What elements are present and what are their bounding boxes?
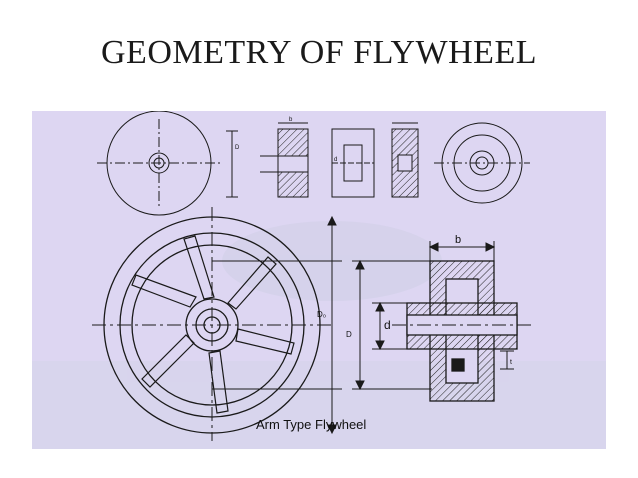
- dimension-lines: [212, 215, 514, 435]
- diagram-panel: D b d: [32, 111, 606, 449]
- small-d-label: d: [334, 157, 337, 163]
- slide-title: GEOMETRY OF FLYWHEEL: [101, 34, 537, 71]
- small-D-label: D: [235, 145, 240, 151]
- small-b-label: b: [289, 117, 293, 123]
- background-scenery: [32, 221, 606, 449]
- dimension-b-label: b: [455, 234, 461, 246]
- flywheel-arms: [131, 235, 295, 414]
- dimension-d-label: d: [384, 318, 391, 332]
- small-rear-view: [434, 122, 530, 204]
- figure-caption: Arm Type Flywheel: [256, 417, 367, 432]
- flywheel-drawing: D b d: [32, 111, 606, 449]
- small-hub-section: [391, 122, 419, 198]
- dimension-Do-label: D₀: [317, 310, 326, 319]
- small-rim-view: [331, 128, 375, 198]
- flywheel-front-view: [92, 207, 332, 441]
- dimension-t-label: t: [510, 359, 512, 366]
- flywheel-section-view: [392, 260, 532, 402]
- small-front-view: [97, 111, 238, 216]
- small-side-view: [260, 122, 309, 198]
- dimension-D-label: D: [346, 330, 352, 339]
